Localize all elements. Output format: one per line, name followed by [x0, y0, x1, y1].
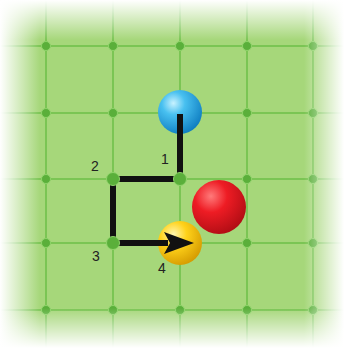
edge-fade [0, 0, 344, 40]
move-path [113, 114, 180, 243]
move-arrowhead [164, 232, 194, 254]
edge-fade [0, 308, 344, 348]
callout-number: 4 [158, 260, 166, 276]
grid-dots [42, 42, 318, 315]
edge-fade [0, 0, 40, 348]
path-dots [107, 173, 187, 250]
callout-number: 3 [92, 248, 100, 264]
edge-fade [304, 0, 344, 348]
callout-number: 2 [91, 158, 99, 174]
red-ball [192, 180, 246, 234]
callout-number: 1 [161, 151, 169, 167]
